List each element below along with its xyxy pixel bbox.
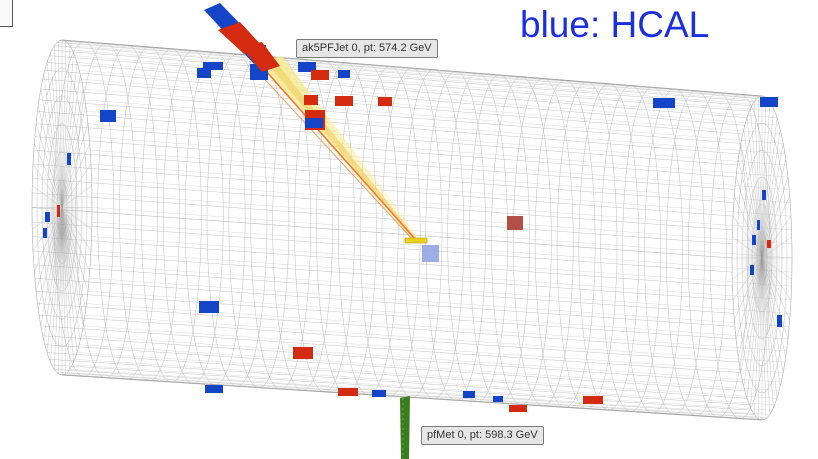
calo-tower: [338, 70, 350, 78]
calo-tower: [653, 98, 675, 108]
calo-tower: [378, 97, 392, 106]
jet-label: ak5PFJet 0, pt: 574.2 GeV: [296, 39, 438, 58]
calo-tower: [205, 385, 223, 393]
calo-tower: [372, 390, 386, 397]
calo-tower: [305, 118, 323, 128]
calo-tower: [298, 62, 316, 72]
calo-tower: [777, 315, 782, 327]
calo-tower: [100, 110, 116, 122]
calo-tower: [304, 95, 318, 105]
corner-inset-frame: [0, 0, 13, 27]
jet-tower-stack: [204, 3, 280, 72]
calo-tower: [583, 396, 603, 404]
calo-tower: [767, 240, 771, 248]
calo-tower: [293, 347, 313, 359]
calo-tower: [67, 153, 71, 165]
met-arrow[interactable]: [400, 396, 410, 459]
calo-tower: [45, 212, 50, 222]
calo-tower: [750, 265, 754, 275]
calo-tower: [509, 405, 527, 412]
calo-tower: [757, 220, 760, 230]
jet-cone[interactable]: [257, 56, 420, 242]
primary-vertex: [404, 237, 439, 262]
calo-tower: [762, 190, 766, 200]
calo-tower: [338, 388, 358, 396]
detector-endcaps: [32, 127, 792, 365]
met-label: pfMet 0, pt: 598.3 GeV: [421, 426, 544, 445]
calo-tower: [197, 68, 211, 78]
calorimeter-towers: [43, 42, 782, 412]
calo-tower: [203, 62, 223, 70]
calo-tower: [752, 235, 756, 245]
calo-tower: [507, 216, 523, 230]
calo-tower: [760, 97, 778, 107]
calo-tower: [493, 396, 503, 402]
legend-title: blue: HCAL: [520, 4, 710, 45]
calo-tower: [199, 301, 219, 313]
calo-tower: [311, 70, 329, 80]
calo-tower: [57, 205, 60, 217]
calo-tower: [463, 391, 475, 398]
calo-tower: [335, 96, 353, 106]
calo-tower: [43, 228, 47, 238]
